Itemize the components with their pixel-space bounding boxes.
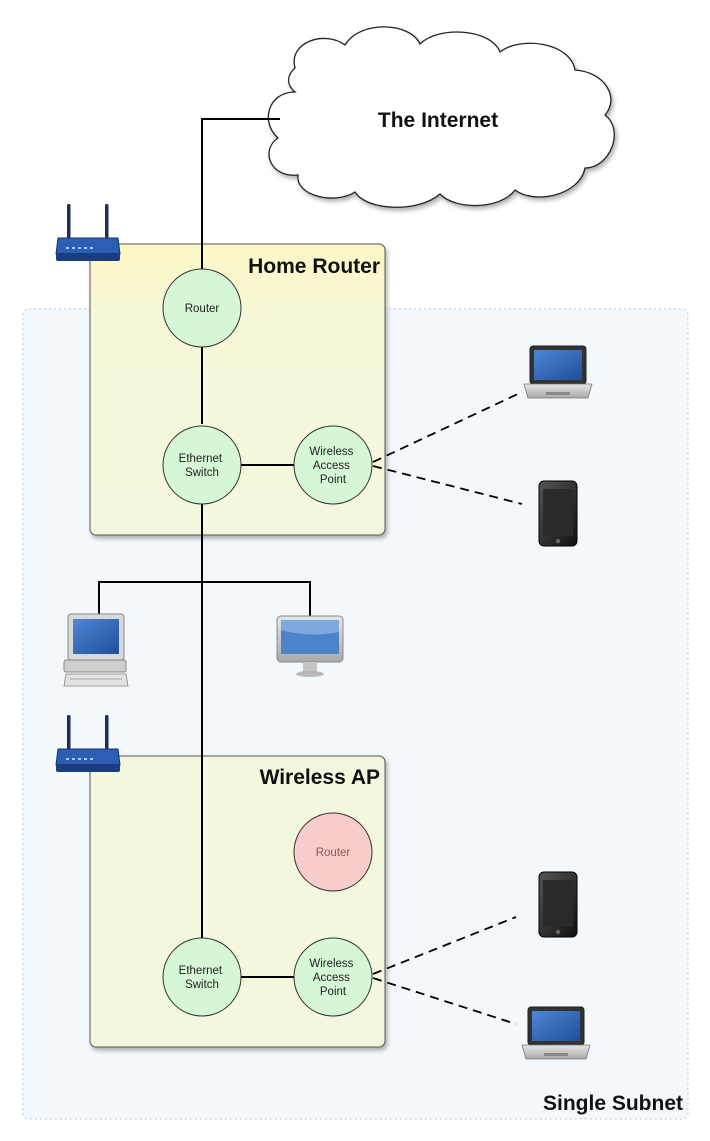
node-label: Wireless (309, 446, 353, 458)
smartphone-icon (538, 480, 578, 547)
wireless-ap-node-wap: Wireless Access Point (293, 937, 373, 1017)
node-label: Point (320, 474, 347, 486)
wired-links (98, 118, 311, 978)
svg-text:Ethernet Switch: Ethernet Switch (179, 453, 226, 479)
node-label: Ethernet (179, 453, 223, 465)
node-label: Access (313, 460, 350, 472)
home-router-label: Home Router (248, 255, 380, 278)
wifi-router-icon (55, 204, 121, 261)
home-router-node-router: Router (162, 268, 242, 348)
node-label: Switch (185, 467, 219, 479)
node-label: Point (320, 986, 347, 998)
wifi-link-laptop-1 (372, 391, 523, 463)
laptop-icon (523, 345, 593, 399)
svg-text:Router: Router (316, 847, 351, 859)
smartphone-icon (538, 871, 578, 938)
wireless-ap-node-router: Router (293, 812, 373, 892)
svg-text:Wireless Access Po: Wireless Access Point (309, 958, 356, 998)
wifi-link-phone-2 (372, 916, 517, 975)
node-label: Ethernet (179, 965, 223, 977)
internet-cloud (267, 26, 615, 208)
svg-text:Wireless Access Po: Wireless Access Point (309, 446, 356, 486)
wireless-ap-label: Wireless AP (260, 766, 380, 789)
internet-label: The Internet (378, 109, 498, 132)
desktop-branch-link (98, 581, 311, 618)
internet-uplink (201, 118, 280, 270)
home-router-node-switch: Ethernet Switch (162, 425, 242, 505)
wireless-ap-node-switch: Ethernet Switch (162, 937, 242, 1017)
desktop-computer-icon (63, 613, 129, 687)
wifi-link-phone-1 (372, 465, 523, 505)
node-label: Router (316, 847, 351, 859)
node-label: Switch (185, 979, 219, 991)
wifi-router-icon (55, 715, 121, 772)
wireless-links (372, 391, 523, 1025)
svg-text:Ethernet Switch: Ethernet Switch (179, 965, 226, 991)
laptop-icon (521, 1006, 591, 1060)
node-label: Wireless (309, 958, 353, 970)
svg-text:Router: Router (185, 303, 220, 315)
home-router-node-wap: Wireless Access Point (293, 425, 373, 505)
imac-icon (276, 615, 344, 677)
wifi-link-laptop-2 (372, 977, 517, 1025)
single-subnet-label: Single Subnet (543, 1092, 683, 1115)
node-label: Access (313, 972, 350, 984)
node-label: Router (185, 303, 220, 315)
